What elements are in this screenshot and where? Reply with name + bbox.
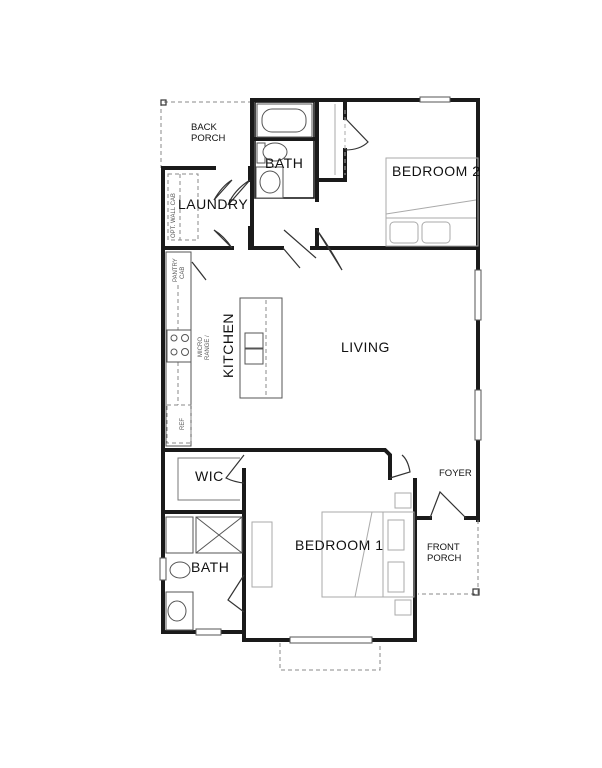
bathtub-icon [256,103,313,138]
toilet-icon [256,142,288,164]
bath-upper-label: BATH [265,155,303,171]
micro-range-label-2: RANGE / [205,335,211,360]
bath-lower-label: BATH [191,559,229,575]
back-porch [160,99,252,168]
kitchen-counter [165,251,192,447]
bedroom-2-label: BEDROOM 2 [392,163,481,179]
bed-icon [385,157,479,247]
washer-dryer [167,173,199,241]
doors [191,117,467,613]
bedroom-1-label: BEDROOM 1 [295,537,384,553]
toilet-icon [169,561,191,579]
front-porch-label-1: FRONT [427,542,460,553]
pantry-cab-label-2: CAB [180,267,186,279]
shower-icon [165,516,243,554]
bed-icon [251,492,415,616]
front-porch [418,520,479,595]
micro-range-label-1: MICRO [198,337,204,357]
laundry-label: LAUNDRY [178,196,248,212]
windows [159,96,482,671]
foyer-label: FOYER [439,468,472,479]
wic-label: WIC [195,468,224,484]
front-porch-label-2: PORCH [427,553,461,564]
kitchen-label: KITCHEN [220,313,236,378]
kitchen-island [239,297,283,399]
back-porch-label-1: BACK [191,122,218,133]
sink-icon [255,166,284,199]
living-label: LIVING [341,339,390,355]
back-porch-label-2: PORCH [191,133,225,144]
sink-icon [165,591,194,631]
opt-wall-cab-label: OPT. WALL CAB [171,193,177,238]
ref-label: REF [180,418,186,430]
pantry-cab-label-1: PANTRY [173,258,179,282]
